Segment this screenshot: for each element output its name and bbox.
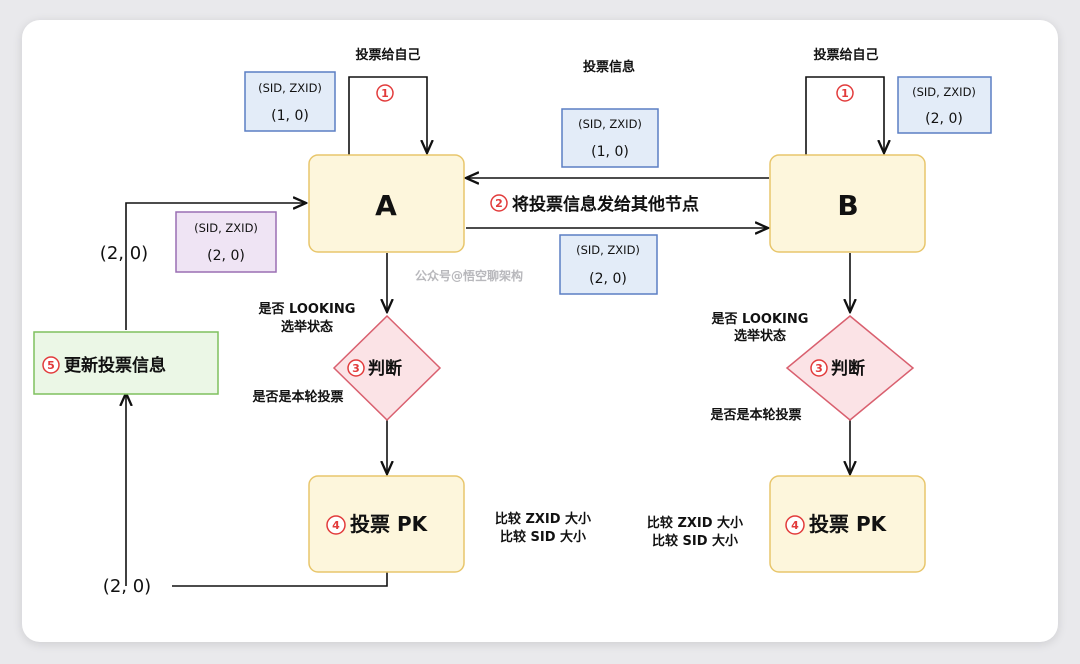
vote-pk-box-b: 4 投票 PK (769, 475, 926, 573)
node-b-label: B (837, 189, 858, 222)
vote-self-label-a: 投票给自己 (355, 47, 420, 63)
send-votes-text: 将投票信息发给其他节点 (512, 194, 699, 215)
loop-value-bottom: (2, 0) (103, 576, 151, 597)
loop-value-top: (2, 0) (100, 243, 148, 264)
compare-label-a-1: 比较 ZXID 大小 (495, 511, 591, 527)
is-looking-label-b-2: 选举状态 (734, 328, 786, 344)
vote-box-header: (SID, ZXID) (578, 117, 642, 131)
update-to-a-arrow (125, 203, 306, 330)
step1-badge-a: 1 (376, 84, 394, 102)
compare-label-b-1: 比较 ZXID 大小 (647, 515, 743, 531)
vote-box-value: (1, 0) (591, 144, 629, 160)
vote-pk-text-b: 投票 PK (809, 512, 888, 536)
send-votes-label: 2 将投票信息发给其他节点 (490, 194, 699, 215)
vote-box-a-to-b: (SID, ZXID) (1, 0) (561, 108, 659, 168)
election-flow-diagram: A B 投票给自己 投票给自己 投票信息 1 1 (SID, ZXID) (1,… (33, 47, 992, 597)
step1-badge-b: 1 (836, 84, 854, 102)
judge-diamond-a: 3 判断 (332, 314, 442, 422)
is-looking-label-b-1: 是否 LOOKING (711, 312, 809, 327)
is-round-label-b: 是否是本轮投票 (709, 407, 801, 423)
compare-label-b-2: 比较 SID 大小 (652, 533, 738, 549)
judge-text-a: 判断 (368, 358, 402, 379)
node-b: B (769, 154, 926, 253)
svg-text:3: 3 (815, 362, 823, 375)
vote-box-b-to-a: (SID, ZXID) (2, 0) (559, 234, 658, 295)
diagram-card: A B 投票给自己 投票给自己 投票信息 1 1 (SID, ZXID) (1,… (22, 20, 1058, 642)
judge-text-b: 判断 (831, 358, 865, 379)
vote-self-label-b: 投票给自己 (813, 47, 878, 63)
node-a: A (308, 154, 465, 253)
vote-box-header: (SID, ZXID) (258, 81, 322, 95)
vote-box-value: (2, 0) (925, 111, 963, 127)
svg-text:2: 2 (495, 197, 503, 210)
node-a-label: A (375, 189, 397, 222)
pk-to-loop-line (172, 572, 388, 587)
vote-box-a-updated: (SID, ZXID) (2, 0) (175, 211, 277, 273)
svg-text:4: 4 (332, 519, 340, 532)
vote-pk-text-a: 投票 PK (350, 512, 429, 536)
vote-box-value: (2, 0) (589, 271, 627, 287)
self-vote-arrow-a (348, 76, 427, 155)
svg-text:1: 1 (381, 87, 389, 100)
watermark: 公众号@悟空聊架构 (415, 268, 523, 283)
self-vote-arrow-b (805, 76, 884, 155)
vote-info-label: 投票信息 (583, 59, 635, 75)
vote-box-value: (1, 0) (271, 108, 309, 124)
is-round-label-a: 是否是本轮投票 (251, 389, 343, 405)
connectors (125, 76, 884, 587)
judge-diamond-b: 3 判断 (785, 315, 915, 421)
vote-box-b-self: (SID, ZXID) (2, 0) (897, 76, 992, 134)
update-vote-text: 更新投票信息 (64, 355, 166, 376)
vote-box-value: (2, 0) (207, 248, 245, 264)
vote-box-header: (SID, ZXID) (912, 85, 976, 99)
svg-text:4: 4 (791, 519, 799, 532)
vote-box-header: (SID, ZXID) (576, 243, 640, 257)
vote-box-header: (SID, ZXID) (194, 221, 258, 235)
update-vote-box: 5 更新投票信息 (33, 331, 219, 395)
is-looking-label-a-1: 是否 LOOKING (258, 302, 356, 317)
compare-label-a-2: 比较 SID 大小 (500, 529, 586, 545)
svg-text:1: 1 (841, 87, 849, 100)
vote-box-a-self: (SID, ZXID) (1, 0) (244, 71, 336, 132)
svg-text:3: 3 (352, 362, 360, 375)
vote-pk-box-a: 4 投票 PK (308, 475, 465, 573)
is-looking-label-a-2: 选举状态 (281, 319, 333, 335)
svg-text:5: 5 (47, 359, 55, 372)
